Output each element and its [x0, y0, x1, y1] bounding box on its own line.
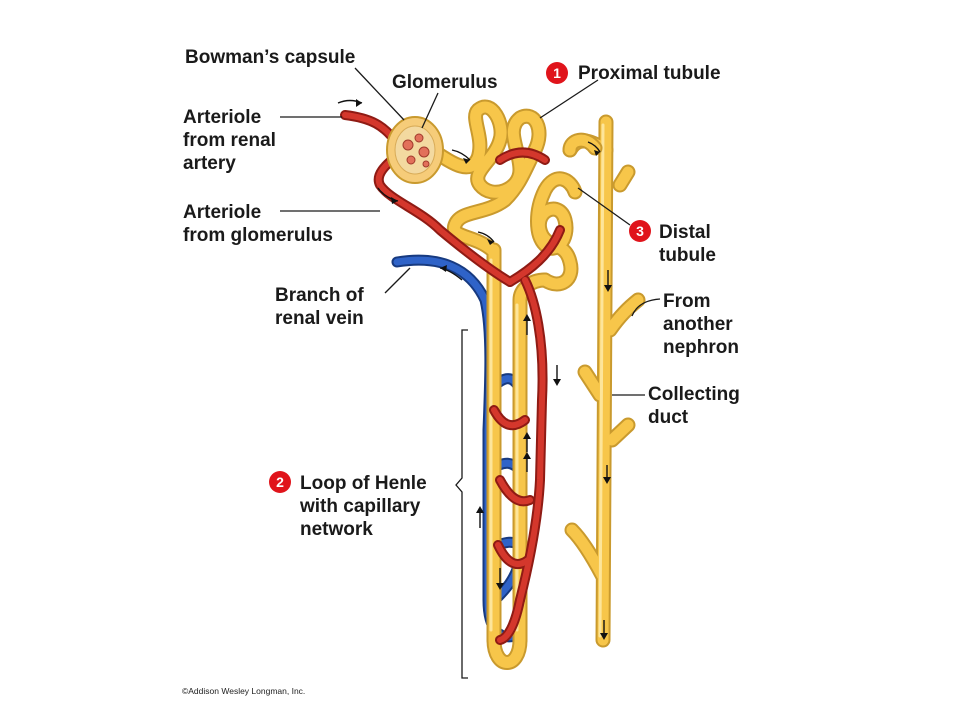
label-loop-henle-3: network: [300, 519, 373, 540]
nephron-tubule: [424, 99, 603, 670]
badge-proximal-number: 1: [553, 65, 561, 81]
label-distal-tubule-2: tubule: [659, 245, 716, 266]
badge-loop-number: 2: [276, 474, 284, 490]
label-arteriole-renal-3: artery: [183, 153, 236, 174]
label-glomerulus: Glomerulus: [392, 72, 498, 93]
renal-vein-branch: [391, 254, 528, 643]
label-arteriole-renal-1: Arteriole: [183, 107, 261, 128]
label-from-nephron-3: nephron: [663, 337, 739, 358]
copyright-credit: ©Addison Wesley Longman, Inc.: [182, 686, 305, 696]
badge-loop-circle: [269, 471, 291, 493]
label-renal-vein-2: renal vein: [275, 308, 364, 329]
label-from-nephron-1: From: [663, 291, 711, 312]
badge-proximal: 1: [546, 62, 568, 84]
badge-distal: 3: [629, 220, 651, 242]
label-arteriole-glomerulus-2: from glomerulus: [183, 225, 333, 246]
leader-lines: [280, 67, 661, 679]
flow-arrows: [337, 99, 612, 640]
label-distal-tubule-1: Distal: [659, 222, 711, 243]
label-bowmans-capsule: Bowman’s capsule: [185, 47, 355, 68]
label-loop-henle-2: with capillary: [299, 496, 421, 517]
badge-distal-number: 3: [636, 223, 644, 239]
label-renal-vein-1: Branch of: [275, 285, 364, 306]
label-collecting-duct-1: Collecting: [648, 384, 740, 405]
badge-loop: 2: [269, 471, 291, 493]
bowmans-capsule: [386, 116, 444, 184]
label-arteriole-renal-2: from renal: [183, 130, 276, 151]
label-loop-henle-1: Loop of Henle: [300, 473, 427, 494]
badge-distal-circle: [629, 220, 651, 242]
collecting-duct: [562, 114, 646, 648]
glomerulus: [402, 133, 430, 168]
label-proximal-tubule: Proximal tubule: [578, 63, 721, 84]
label-from-nephron-2: another: [663, 314, 733, 335]
label-arteriole-glomerulus-1: Arteriole: [183, 202, 261, 223]
labels: Bowman’s capsule Glomerulus Arteriole fr…: [183, 47, 740, 540]
label-collecting-duct-2: duct: [648, 407, 689, 428]
arterioles-capillaries: [340, 110, 565, 645]
badge-proximal-circle: [546, 62, 568, 84]
